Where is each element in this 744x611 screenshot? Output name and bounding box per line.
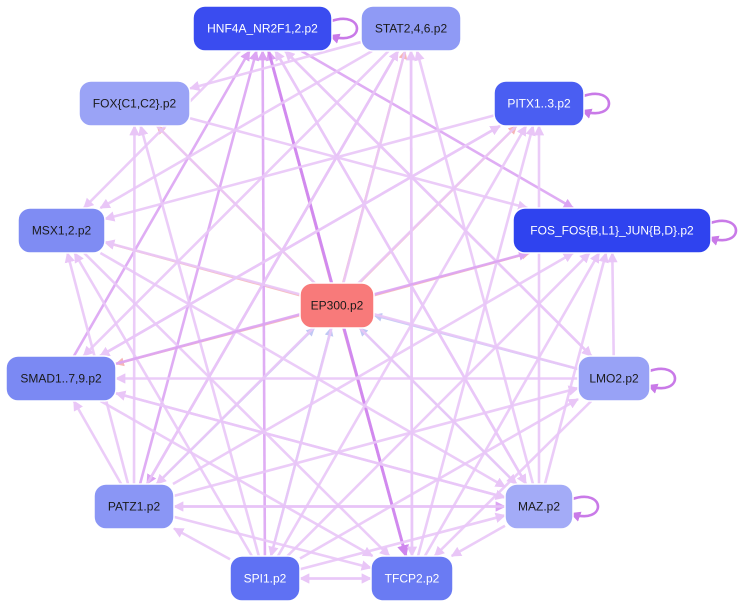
node-lmo2[interactable]: LMO2.p2 (577, 355, 651, 402)
edge-patz-to-tfcp2 (173, 515, 373, 571)
edge-patz-to-smad (72, 400, 123, 485)
node-ep300[interactable]: EP300.p2 (299, 282, 375, 329)
edge-spi1-to-maz (299, 512, 507, 571)
node-stat[interactable]: STAT2,4,6.p2 (360, 5, 462, 52)
node-lmo2-label: LMO2.p2 (589, 372, 639, 386)
nodes-layer: HNF4A_NR2F1,2.p2 STAT2,4,6.p2 FOX{C1,C2}… (5, 5, 712, 602)
edge-tfcp2-to-stat (405, 49, 417, 557)
edge-fox-to-fos (189, 117, 529, 211)
edge-maz-to-tfcp2 (450, 524, 506, 558)
self-loop-hnf4a (329, 17, 359, 44)
node-smad-label: SMAD1..7,9.p2 (20, 372, 102, 386)
node-stat-label: STAT2,4,6.p2 (375, 22, 448, 36)
self-loop-fos (708, 219, 738, 246)
node-pitx-label: PITX1..3.p2 (507, 97, 571, 111)
edge-spi1-to-lmo2 (299, 398, 579, 560)
node-hnf4a[interactable]: HNF4A_NR2F1,2.p2 (192, 5, 333, 52)
edge-maz-to-fos (543, 251, 609, 485)
edge-patz-to-lmo2 (173, 385, 580, 498)
node-smad[interactable]: SMAD1..7,9.p2 (5, 355, 117, 402)
edge-lmo2-to-fos (607, 251, 618, 357)
node-msx-label: MSX1,2.p2 (32, 224, 92, 238)
self-loop-maz (570, 495, 600, 522)
self-loops-layer (329, 17, 738, 522)
node-tfcp2[interactable]: TFCP2.p2 (370, 555, 454, 602)
edge-spi1-to-pitx (276, 125, 528, 557)
node-fos-label: FOS_FOS{B,L1}_JUN{B,D}.p2 (530, 224, 694, 238)
edge-lmo2-to-tfcp2 (433, 400, 593, 557)
node-tfcp2-label: TFCP2.p2 (385, 572, 440, 586)
edge-spi1-to-patz (173, 527, 231, 561)
edge-spi1-to-hnf4a (257, 49, 268, 557)
node-patz[interactable]: PATZ1.p2 (93, 483, 175, 530)
self-loop-lmo2 (647, 367, 677, 394)
node-msx[interactable]: MSX1,2.p2 (17, 207, 106, 254)
edge-stat-to-fox (188, 40, 362, 92)
edge-smad-to-pitx (99, 124, 501, 358)
node-ep300-label: EP300.p2 (311, 299, 364, 313)
node-fox[interactable]: FOX{C1,C2}.p2 (78, 80, 191, 127)
edge-pitx-to-msx (103, 114, 495, 222)
node-fos[interactable]: FOS_FOS{B,L1}_JUN{B,D}.p2 (512, 207, 712, 254)
node-spi1-label: SPI1.p2 (244, 572, 287, 586)
node-maz[interactable]: MAZ.p2 (504, 483, 574, 530)
edge-smad-to-maz (115, 391, 507, 500)
node-fox-label: FOX{C1,C2}.p2 (93, 97, 177, 111)
node-pitx[interactable]: PITX1..3.p2 (493, 80, 585, 127)
node-spi1[interactable]: SPI1.p2 (229, 555, 301, 602)
node-patz-label: PATZ1.p2 (108, 500, 161, 514)
self-loop-pitx (581, 92, 611, 119)
node-maz-label: MAZ.p2 (518, 500, 560, 514)
edge-msx-to-maz (99, 251, 506, 488)
edge-patz-to-fos (172, 251, 574, 486)
node-hnf4a-label: HNF4A_NR2F1,2.p2 (207, 22, 318, 36)
